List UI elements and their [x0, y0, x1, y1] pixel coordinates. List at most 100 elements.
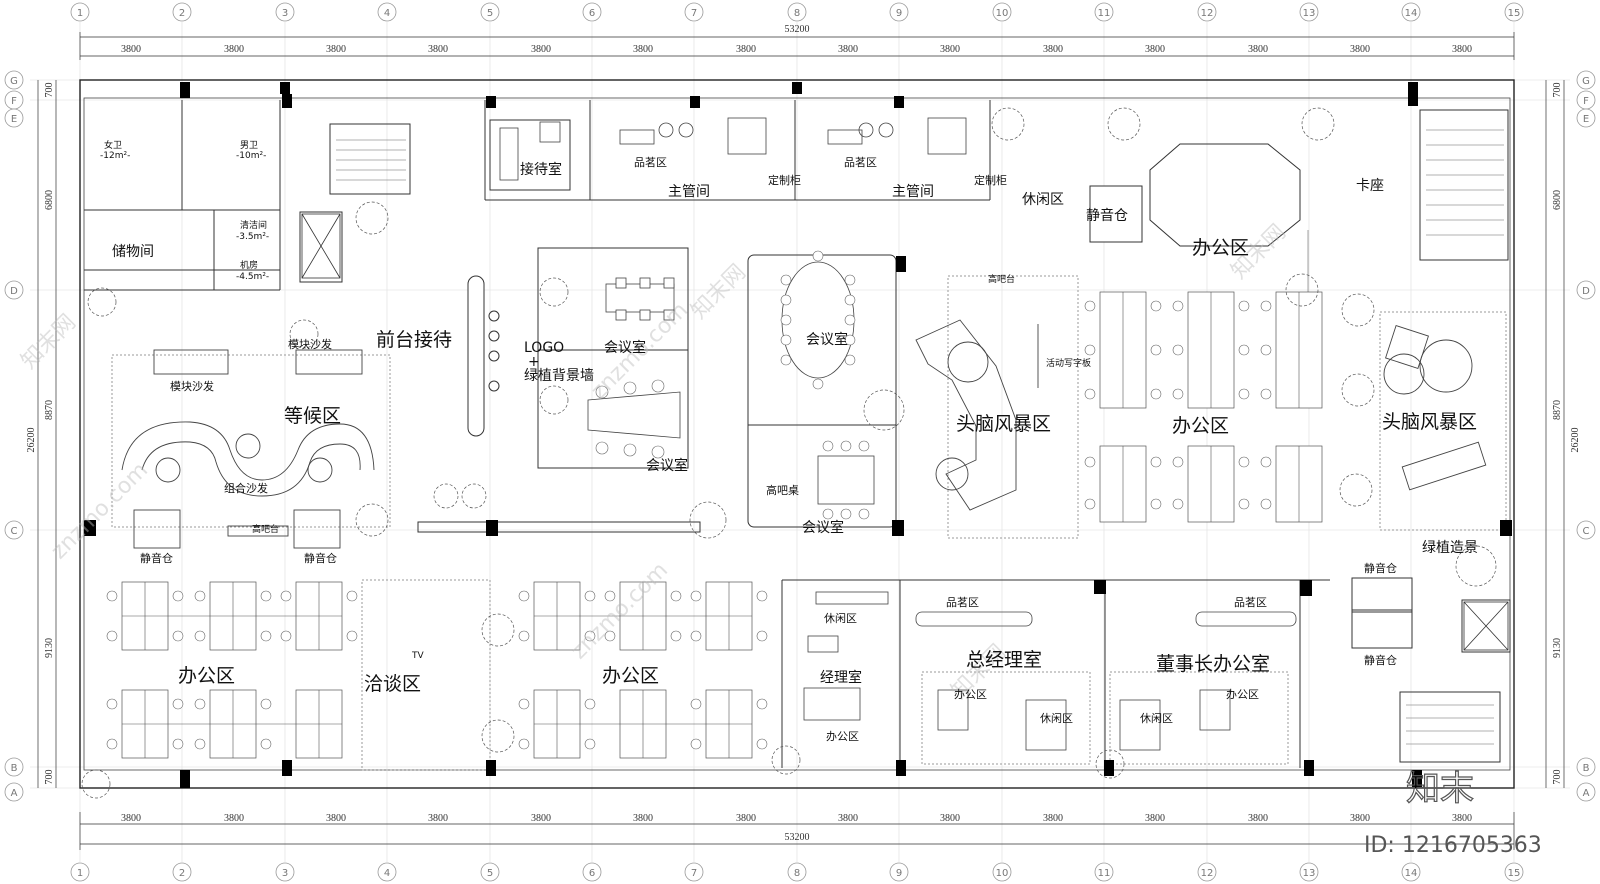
axis-label: 15 — [1508, 868, 1521, 879]
label-machine-area: -4.5m²- — [236, 272, 269, 282]
dim-bay: 3800 — [531, 44, 551, 55]
dimension-total-bottom: 53200 — [785, 832, 810, 843]
axis-label: 13 — [1303, 8, 1316, 19]
label-office-left: 办公区 — [178, 665, 235, 687]
label-lounge-mgr: 休闲区 — [824, 611, 857, 625]
waiting-furniture — [121, 349, 375, 549]
label-combo-sofa: 组合沙发 — [224, 481, 268, 495]
axis-letter: C — [1583, 526, 1590, 537]
label-office-mgr: 办公区 — [826, 730, 859, 743]
label-manager-room: 经理室 — [820, 669, 862, 686]
label-gm-office: 总经理室 — [966, 649, 1042, 671]
dim-bay: 3800 — [633, 44, 653, 55]
elevators — [301, 213, 1509, 651]
label-waiting: 等候区 — [284, 405, 341, 427]
executive-furniture — [803, 591, 1297, 751]
label-negotiation: 洽谈区 — [364, 673, 421, 695]
axis-label: 5 — [487, 8, 493, 19]
interior-walls — [84, 100, 1511, 771]
dim-vertical: 700 — [1552, 83, 1563, 98]
dimension-bays-bottom: 3800 3800 3800 3800 3800 3800 3800 3800 … — [121, 813, 1472, 824]
desk-clusters — [121, 291, 1323, 759]
axis-label: 9 — [896, 8, 902, 19]
dim-bay: 3800 — [326, 813, 346, 824]
axis-label: 12 — [1201, 8, 1214, 19]
axis-letter: F — [1583, 96, 1589, 107]
dim-bay: 3800 — [1248, 44, 1268, 55]
chairs — [106, 300, 1272, 750]
axis-bubbles-sides — [4, 70, 1596, 802]
dim-vertical: 700 — [44, 770, 55, 785]
dim-bay: 3800 — [1248, 813, 1268, 824]
watermark: 知末网 — [17, 310, 81, 374]
axis-label: 2 — [179, 8, 185, 19]
dim-bay: 3800 — [1452, 44, 1472, 55]
label-office-gm: 办公区 — [954, 688, 987, 701]
label-meeting-3: 会议室 — [806, 331, 848, 348]
label-female-wc: 女卫 — [104, 139, 122, 151]
quiet-pods — [1089, 185, 1413, 649]
desk-dividers — [122, 292, 1300, 758]
label-quiet-pod-left-2: 静音仓 — [304, 551, 337, 565]
axis-letter: B — [1583, 763, 1590, 774]
axis-letter: E — [1583, 114, 1589, 125]
label-green-feature: 绿植造景 — [1422, 540, 1478, 556]
label-meeting-4: 会议室 — [802, 519, 844, 536]
dim-bay: 3800 — [1452, 813, 1472, 824]
axis-label: 4 — [384, 868, 390, 879]
dim-bay: 3800 — [121, 813, 141, 824]
dim-vertical: 700 — [44, 83, 55, 98]
dim-bay: 3800 — [428, 44, 448, 55]
axis-label: 2 — [179, 868, 185, 879]
outer-walls — [79, 79, 1515, 789]
stairs — [336, 129, 1504, 745]
dim-bay: 3800 — [940, 44, 960, 55]
label-tea-area-2: 品茗区 — [844, 156, 877, 169]
plants — [81, 107, 1497, 799]
label-logo: LOGO — [524, 340, 564, 356]
dim-bay: 3800 — [326, 44, 346, 55]
label-office-chair: 办公区 — [1226, 688, 1259, 701]
axis-bubbles-top — [70, 2, 1524, 22]
dimension-lines-sides — [37, 80, 1565, 788]
dim-vertical: 700 — [1552, 770, 1563, 785]
axis-labels-top: 1 2 3 4 5 6 7 8 9 10 11 12 13 14 15 — [77, 8, 1521, 19]
label-tv: TV — [411, 651, 424, 661]
axis-letter: A — [11, 788, 18, 799]
dim-bay: 3800 — [1145, 44, 1165, 55]
dim-vertical-total: 26200 — [26, 428, 37, 453]
axis-label: 1 — [77, 868, 83, 879]
axis-label: 9 — [896, 868, 902, 879]
dim-bay: 3800 — [224, 813, 244, 824]
axis-letter: G — [1582, 76, 1590, 87]
label-lounge-gm: 休闲区 — [1040, 711, 1073, 725]
axis-label: 6 — [589, 8, 595, 19]
axis-label: 1 — [77, 8, 83, 19]
label-green-wall: 绿植背景墙 — [524, 368, 594, 384]
label-office-top: 办公区 — [1192, 237, 1249, 259]
axis-label: 14 — [1405, 8, 1418, 19]
dim-bay: 3800 — [531, 813, 551, 824]
axis-labels-bottom: 1 2 3 4 5 6 7 8 9 10 11 12 13 14 15 — [77, 868, 1521, 879]
dim-bay: 3800 — [736, 813, 756, 824]
label-machine: 机房 — [240, 259, 258, 271]
dim-bay: 3800 — [1043, 813, 1063, 824]
axis-label: 11 — [1098, 868, 1111, 879]
dim-bay: 3800 — [224, 44, 244, 55]
label-quiet-pod-right-1: 静音仓 — [1364, 561, 1397, 575]
dim-bay: 3800 — [1350, 44, 1370, 55]
axis-letter: F — [11, 96, 17, 107]
label-bar-counter-top: 高吧台 — [988, 273, 1015, 285]
label-manager-room-2: 主管间 — [892, 184, 934, 200]
label-male-wc-area: -10m²- — [236, 151, 266, 161]
dimension-lines-top — [79, 32, 1515, 60]
reception-desk — [467, 275, 500, 437]
label-quiet-pod-left-1: 静音仓 — [140, 551, 173, 565]
dim-bay: 3800 — [838, 44, 858, 55]
dim-bay: 3800 — [1043, 44, 1063, 55]
dimension-lines-bottom — [79, 812, 1515, 850]
columns — [84, 82, 1512, 788]
axis-label: 6 — [589, 868, 595, 879]
label-bar-counter: 高吧台 — [252, 523, 279, 535]
label-module-sofa-1: 模块沙发 — [170, 379, 214, 393]
